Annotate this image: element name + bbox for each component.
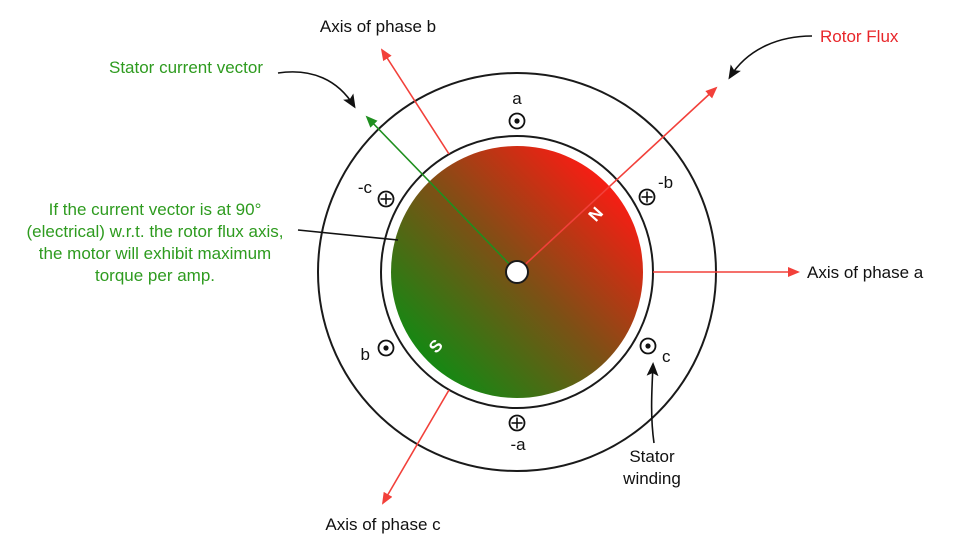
torque-note-line2: (electrical) w.r.t. the rotor flux axis, — [27, 222, 284, 241]
slot-c-label: c — [662, 347, 671, 366]
stator-current-pointer-arrow — [277, 71, 356, 109]
torque-note-line1: If the current vector is at 90° — [49, 200, 262, 219]
slot-b-dot-icon — [377, 339, 395, 357]
rotor-flux-label: Rotor Flux — [820, 27, 899, 46]
slot-c-dot-icon — [639, 337, 657, 355]
torque-note-line4: torque per amp. — [95, 266, 215, 285]
rotor-flux-vector — [516, 86, 718, 273]
slot-neg-c-plus-icon — [377, 190, 395, 208]
slot-neg-a-plus-icon — [508, 414, 526, 432]
stator-current-vector — [365, 115, 518, 273]
stator-winding-pointer-arrow — [646, 362, 659, 444]
slot-neg-c-label: -c — [358, 178, 373, 197]
slot-neg-b-label: -b — [658, 173, 673, 192]
slot-b-label: b — [361, 345, 370, 364]
slot-a-dot-icon — [508, 112, 526, 130]
stator-winding-label-line1: Stator — [629, 447, 675, 466]
torque-note-line3: the motor will exhibit maximum — [39, 244, 271, 263]
torque-note: If the current vector is at 90° (electri… — [27, 200, 284, 285]
stator-winding-label-line2: winding — [622, 469, 681, 488]
axis-phase-c-arrow — [381, 389, 450, 505]
slot-neg-a-label: -a — [510, 435, 526, 454]
axis-phase-c-label: Axis of phase c — [325, 515, 441, 534]
note-leader-line — [297, 229, 399, 241]
slot-a-label: a — [512, 89, 522, 108]
axis-phase-a-label: Axis of phase a — [807, 263, 924, 282]
rotor-shaft — [505, 260, 529, 284]
axis-phase-b-arrow — [380, 48, 450, 155]
slot-neg-b-plus-icon — [638, 188, 656, 206]
rotor-flux-pointer-arrow — [728, 35, 813, 80]
stator-current-vector-label: Stator current vector — [109, 58, 263, 77]
axis-phase-b-label: Axis of phase b — [320, 17, 436, 36]
